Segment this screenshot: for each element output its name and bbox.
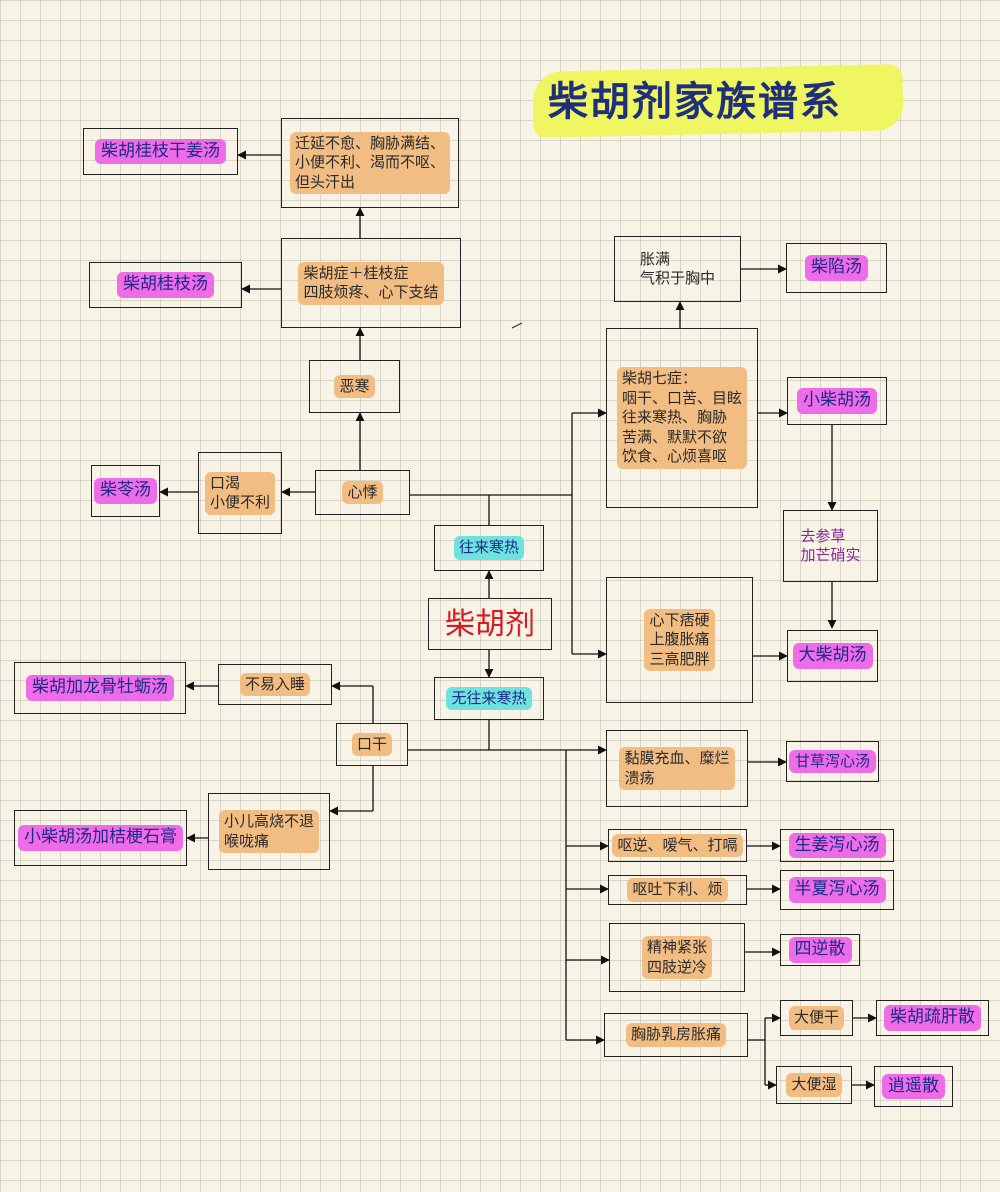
node-modification: 去参草 加芒硝实 bbox=[783, 510, 878, 582]
formula-sini: 四逆散 bbox=[780, 934, 860, 966]
node-dry-stool: 大便干 bbox=[780, 1000, 853, 1036]
formula-chaihu-longgu-muli: 柴胡加龙骨牡蛎汤 bbox=[14, 662, 186, 714]
formula-chailing: 柴苓汤 bbox=[91, 465, 160, 517]
node-lingering: 迁延不愈、胸胁满结、 小便不利、渴而不呕、 但头汗出 bbox=[281, 118, 459, 208]
node-insomnia: 不易入睡 bbox=[218, 664, 332, 705]
formula-chaihu-guizhi-ganjiang: 柴胡桂枝干姜汤 bbox=[83, 128, 238, 175]
node-child-fever: 小儿高烧不退 喉咙痛 bbox=[208, 793, 330, 870]
formula-chaihu-shugan: 柴胡疏肝散 bbox=[876, 1000, 989, 1036]
branch-without-fever: 无往来寒热 bbox=[434, 677, 544, 720]
node-vomit-diarrhea: 呕吐下利、烦 bbox=[608, 875, 747, 905]
node-seven-symptoms: 柴胡七症： 咽干、口苦、目眩 往来寒热、胸胁 苦满、默默不欲 饮食、心烦喜呕 bbox=[606, 328, 758, 508]
formula-chaihu-guizhi: 柴胡桂枝汤 bbox=[89, 262, 242, 308]
branch-with-fever: 往来寒热 bbox=[434, 525, 544, 571]
formula-xiaoyao: 逍遥散 bbox=[874, 1066, 953, 1107]
node-palpitation: 心悸 bbox=[315, 470, 410, 515]
node-thirst-dysuria: 口渴 小便不利 bbox=[198, 452, 282, 534]
formula-da-chaihu: 大柴胡汤 bbox=[787, 630, 878, 682]
node-aversion-cold: 恶寒 bbox=[309, 360, 400, 413]
formula-chaixian: 柴陷汤 bbox=[786, 243, 887, 293]
formula-banxia-xiexin: 半夏泻心汤 bbox=[780, 870, 894, 910]
formula-xiao-chaihu-jiegeng: 小柴胡汤加桔梗石膏 bbox=[14, 810, 187, 866]
node-distension: 胀满 气积于胸中 bbox=[614, 236, 741, 302]
node-mucosa: 黏膜充血、糜烂 溃疡 bbox=[606, 730, 748, 807]
node-mental-tension: 精神紧张 四肢逆冷 bbox=[609, 923, 745, 992]
root-node: 柴胡剂 bbox=[428, 598, 552, 650]
node-chaihu-guizhi-syndrome: 柴胡症＋桂枝症 四肢烦疼、心下支结 bbox=[281, 238, 461, 328]
node-chest-breast-pain: 胸胁乳房胀痛 bbox=[604, 1013, 748, 1057]
formula-xiao-chaihu: 小柴胡汤 bbox=[787, 377, 887, 425]
node-dry-mouth: 口干 bbox=[336, 723, 408, 766]
page-title: 柴胡剂家族谱系 bbox=[548, 79, 842, 125]
formula-gancao-xiexin: 甘草泻心汤 bbox=[786, 741, 879, 782]
formula-shengjiang-xiexin: 生姜泻心汤 bbox=[780, 829, 894, 862]
node-epigastric: 心下痞硬 上腹胀痛 三高肥胖 bbox=[606, 577, 753, 703]
node-wet-stool: 大便湿 bbox=[776, 1066, 852, 1104]
node-hiccup: 呕逆、嗳气、打嗝 bbox=[608, 829, 747, 862]
